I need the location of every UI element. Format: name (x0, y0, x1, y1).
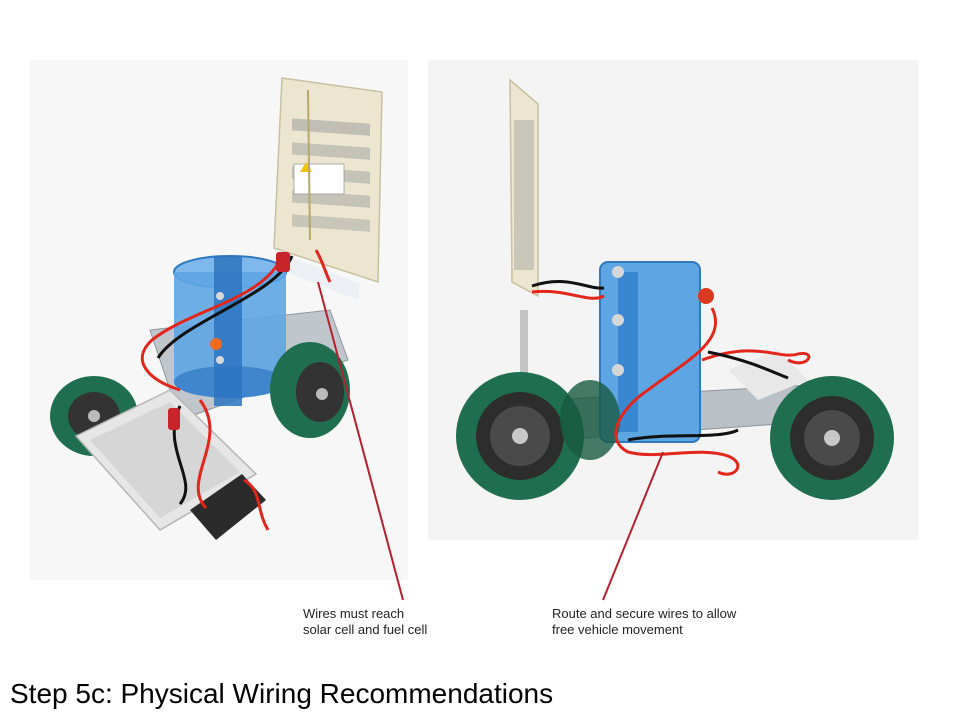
slide-title: Step 5c: Physical Wiring Recommendations (10, 678, 554, 709)
right-rear-wheel (270, 342, 350, 438)
photo-car-side-view (428, 60, 919, 540)
rear-wheel (770, 376, 894, 500)
fuel-cell (173, 255, 287, 406)
callout-right-line2: free vehicle movement (552, 622, 683, 637)
callout-right-line1: Route and secure wires to allow (552, 606, 737, 621)
callout-left-line1: Wires must reach (303, 606, 405, 621)
wires (531, 280, 811, 476)
breadboard (74, 389, 258, 531)
fuel-cell (599, 261, 714, 443)
callout-route-wires: Route and secure wires to allow free veh… (552, 606, 736, 638)
callout-left-line2: solar cell and fuel cell (303, 622, 428, 637)
photo-car-front-view (30, 60, 408, 580)
solar-panel (273, 77, 383, 284)
solar-panel (509, 78, 539, 400)
front-wheel (456, 372, 584, 500)
callout-wires-reach: Wires must reach solar cell and fuel cel… (303, 606, 427, 638)
